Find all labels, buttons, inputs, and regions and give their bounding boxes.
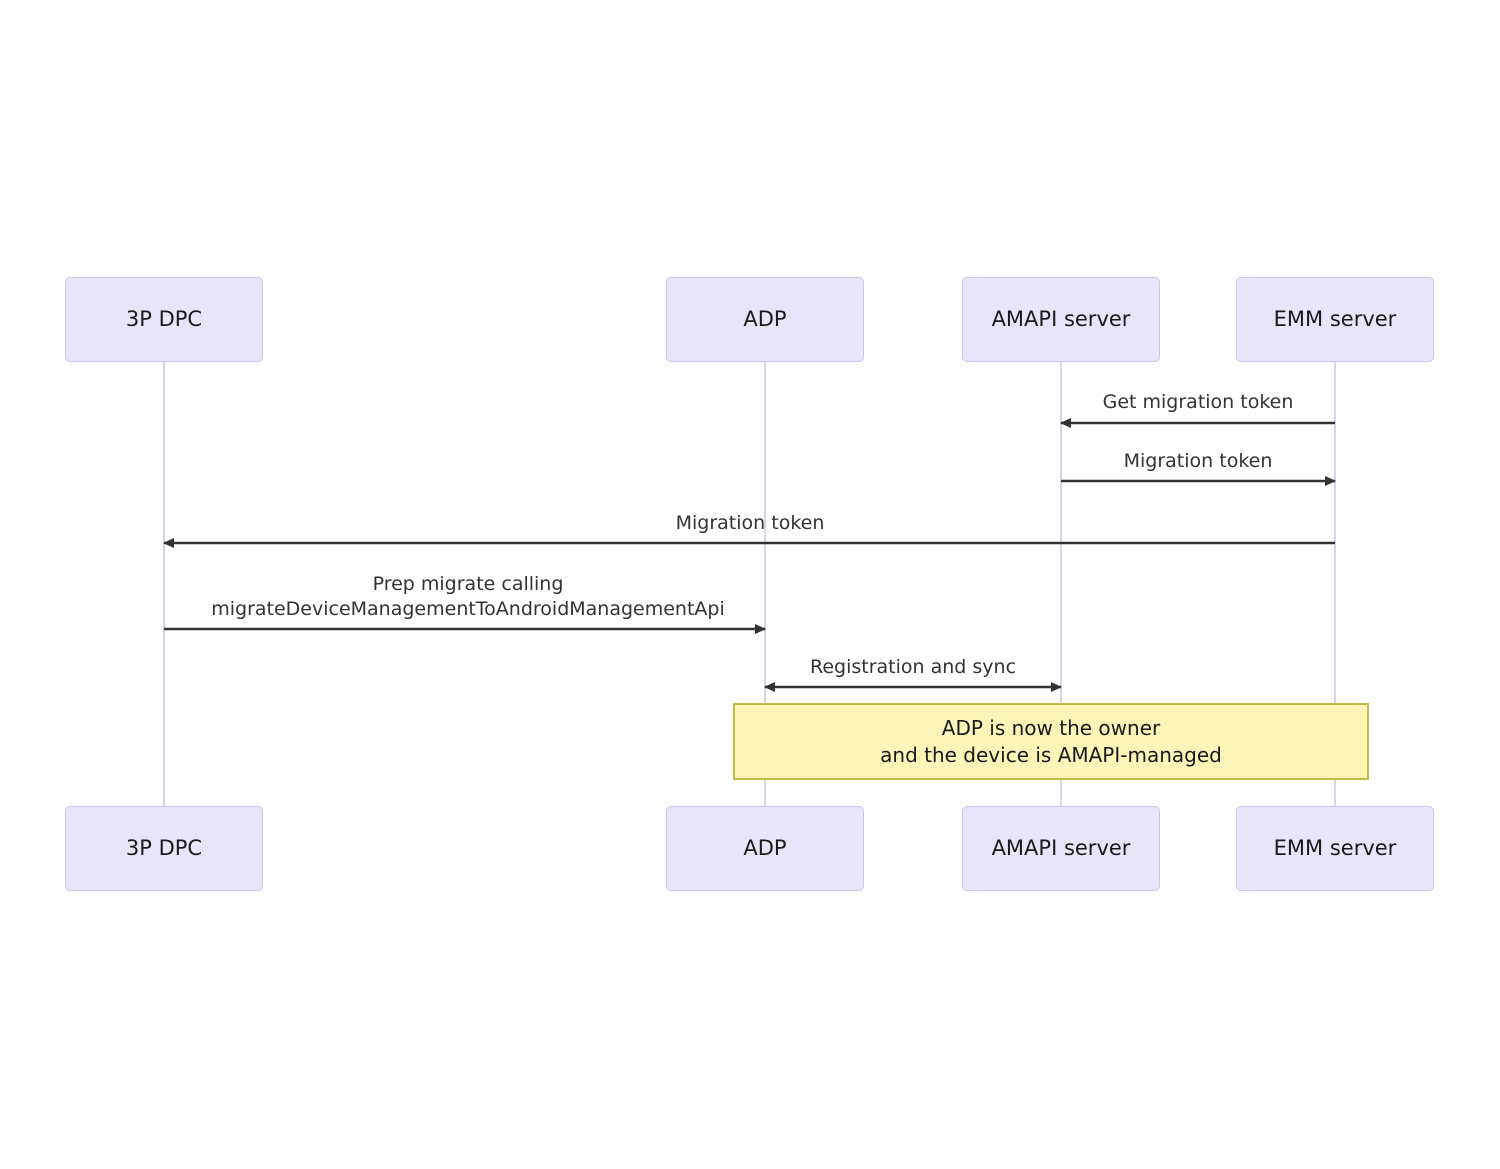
- message-label-m2: Migration token: [1124, 449, 1273, 474]
- message-label-m5: Registration and sync: [810, 655, 1016, 680]
- participant-emm-header[interactable]: EMM server: [1236, 277, 1434, 362]
- participant-dpc-footer[interactable]: 3P DPC: [65, 806, 263, 891]
- participant-label: 3P DPC: [125, 835, 203, 860]
- participant-adp-footer[interactable]: ADP: [666, 806, 864, 891]
- message-label-m4: Prep migrate calling migrateDeviceManagem…: [211, 572, 725, 622]
- message-label-line: Get migration token: [1102, 391, 1294, 413]
- participant-label: EMM server: [1273, 306, 1397, 331]
- participant-amapi-footer[interactable]: AMAPI server: [962, 806, 1160, 891]
- participant-label: ADP: [743, 835, 787, 860]
- participant-emm-footer[interactable]: EMM server: [1236, 806, 1434, 891]
- participant-label: EMM server: [1273, 835, 1397, 860]
- message-label-line: migrateDeviceManagementToAndroidManageme…: [211, 598, 725, 621]
- participant-label: ADP: [743, 306, 787, 331]
- message-label-m1: Get migration token: [1103, 390, 1294, 415]
- message-label-line: Migration token: [675, 512, 825, 534]
- participant-dpc-header[interactable]: 3P DPC: [65, 277, 263, 362]
- participant-label: AMAPI server: [991, 306, 1131, 331]
- message-arrows-group: [163, 418, 1336, 692]
- note-line: ADP is now the owner: [941, 715, 1161, 740]
- participant-label: AMAPI server: [991, 835, 1131, 860]
- note-line: and the device is AMAPI-managed: [880, 742, 1222, 767]
- participant-adp-header[interactable]: ADP: [666, 277, 864, 362]
- message-label-m3: Migration token: [676, 511, 825, 536]
- message-label-line: Migration token: [1123, 450, 1273, 472]
- message-label-line: Prep migrate calling: [372, 573, 564, 595]
- message-label-line: Registration and sync: [809, 656, 1017, 678]
- participant-amapi-header[interactable]: AMAPI server: [962, 277, 1160, 362]
- participant-label: 3P DPC: [125, 306, 203, 331]
